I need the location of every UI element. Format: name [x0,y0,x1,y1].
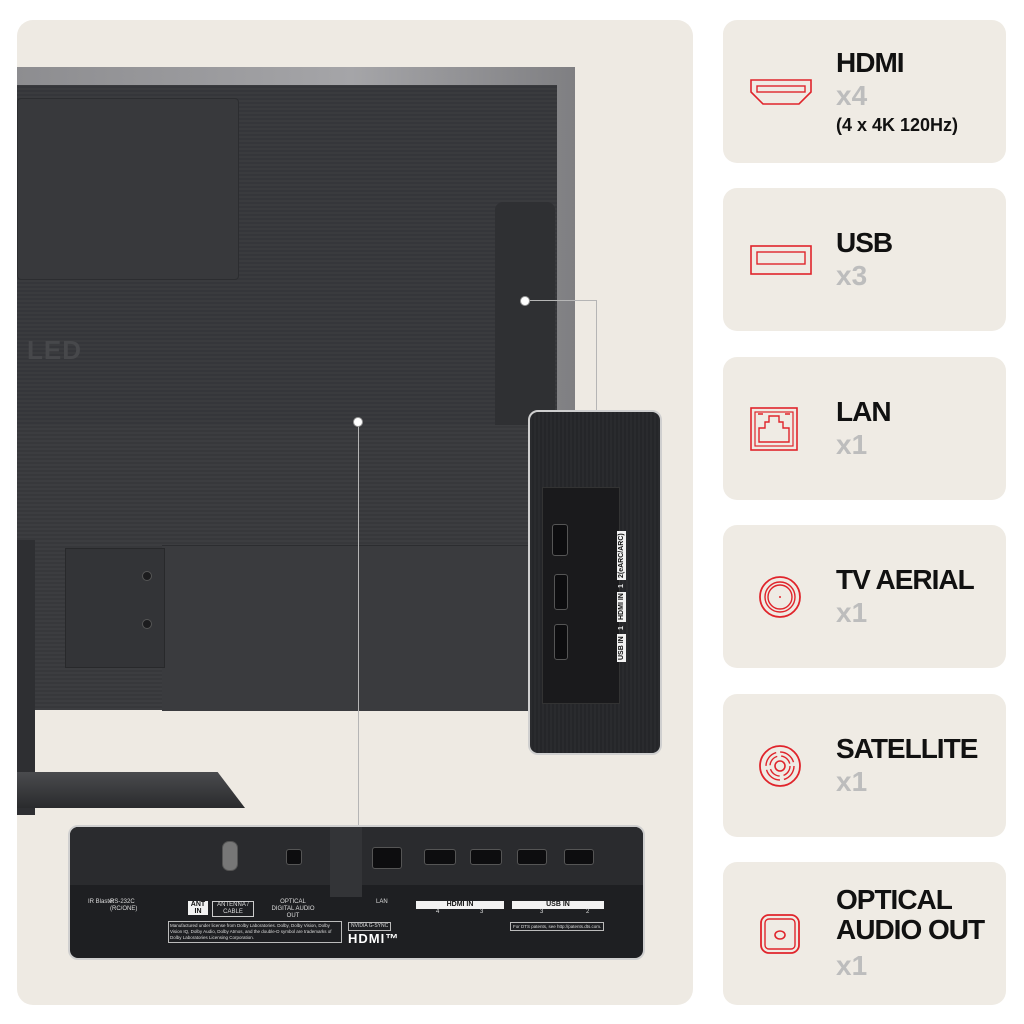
tv-lower-cover [162,545,529,711]
feature-title: USB [836,226,893,258]
stand-base [17,772,245,808]
screw [142,571,152,581]
bottom-ports-closeup: IR Blaster RS-232C (RC/ONE) ANT IN ANTEN… [68,825,645,960]
callout-line [525,300,597,301]
tv-back-recess [17,98,239,280]
side-port-labels: USB IN 1 HDMI IN 1 2(eARC/ARC) [617,531,626,662]
satellite-icon [759,744,801,787]
callout-dot [353,417,363,427]
hdmi-port-3 [470,849,502,865]
feature-count: x4 [836,79,868,111]
feature-card-satellite: SATELLITE x1 [723,694,1006,837]
feature-count: x1 [836,765,868,797]
hdmi-port-icon [750,78,812,105]
feature-card-optical: OPTICAL AUDIO OUT x1 [723,862,1006,1005]
feature-count: x1 [836,949,868,981]
hdmi-port [554,574,568,610]
feature-title: LAN [836,395,892,427]
side-ports-closeup: USB IN 1 HDMI IN 1 2(eARC/ARC) [528,410,662,755]
feature-title: TV AERIAL [836,563,975,595]
optical-port [286,849,302,865]
callout-line [358,422,359,827]
lan-port [372,847,402,869]
feature-title: OPTICAL AUDIO OUT [836,883,985,945]
feature-count: x3 [836,259,868,291]
feature-card-usb: USB x3 [723,188,1006,331]
usb-port-icon [750,244,812,275]
callout-line [596,300,597,412]
feature-note: (4 x 4K 120Hz) [836,114,959,135]
feature-count: x1 [836,596,868,628]
usb-port-2 [564,849,594,865]
optical-audio-icon [760,913,800,954]
hdmi-port-4 [424,849,456,865]
feature-card-lan: LAN x1 [723,357,1006,500]
stand-bracket [65,548,165,668]
feature-count: x1 [836,428,868,460]
feature-title: HDMI [836,46,905,78]
feature-card-hdmi: HDMI x4 (4 x 4K 120Hz) [723,20,1006,163]
usb-port-3 [517,849,547,865]
tv-logo: LED [27,335,82,365]
feature-card-tv-aerial: TV AERIAL x1 [723,525,1006,668]
screw [142,619,152,629]
callout-dot [520,296,530,306]
hdmi-port [554,624,568,660]
usb-port [552,524,568,556]
product-photo-panel: LED USB IN 1 HDMI IN 1 2(eARC/ARC) [17,20,693,1005]
cable-clip [330,827,362,897]
stand-column [17,540,35,815]
feature-title: SATELLITE [836,732,978,764]
lan-port-icon [750,406,798,451]
side-port-housing [495,202,555,432]
antenna-port [222,841,238,871]
tv-aerial-icon [759,575,801,618]
